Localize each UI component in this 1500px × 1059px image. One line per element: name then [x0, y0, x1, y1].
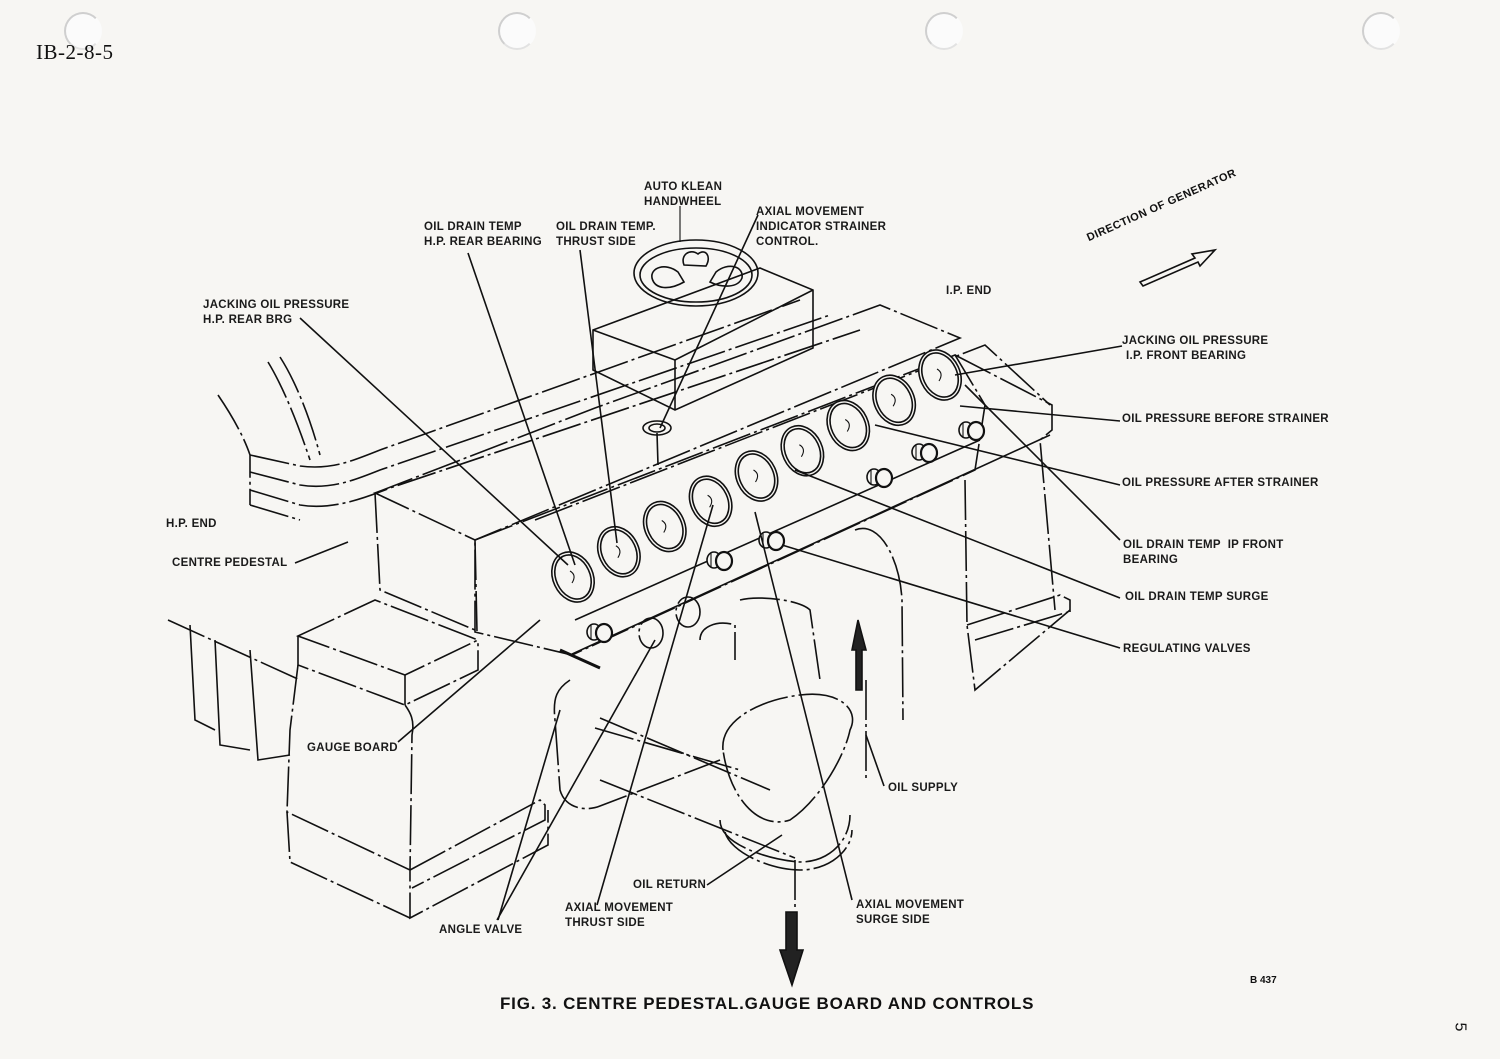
label-line: THRUST SIDE: [565, 917, 645, 929]
oil-pipework: [553, 527, 904, 910]
label-line: AXIAL MOVEMENT: [756, 206, 865, 218]
valve-row: [586, 420, 986, 644]
label-line: AXIAL MOVEMENT: [856, 899, 965, 911]
label-oil-pressure-before-strainer: OIL PRESSURE BEFORE STRAINER: [1122, 413, 1329, 425]
label-oil-drain-ip-front: OIL DRAIN TEMP IP FRONT BEARING: [1123, 538, 1284, 568]
label-line: H.P. REAR BRG: [203, 314, 293, 326]
label-line: BEARING: [1123, 554, 1179, 566]
label-line: OIL DRAIN TEMP.: [556, 221, 656, 233]
label-line: I.P. FRONT BEARING: [1126, 350, 1247, 362]
label-hp-end: H.P. END: [166, 518, 217, 530]
label-oil-return: OIL RETURN: [633, 879, 707, 891]
label-line: HANDWHEEL: [644, 196, 722, 208]
regulating-valve: [911, 442, 939, 464]
punch-hole: [1362, 12, 1400, 50]
gauge-needle: [890, 393, 896, 407]
label-line: JACKING OIL PRESSURE: [1122, 335, 1269, 347]
label-axial-movement-indicator: AXIAL MOVEMENT INDICATOR STRAINER CONTRO…: [756, 205, 886, 250]
label-line: SURGE SIDE: [856, 914, 930, 926]
gauge-board-pedestal: [167, 599, 549, 920]
gauge-needle: [707, 494, 713, 508]
gauge-needle: [936, 368, 942, 382]
oil-supply-arrow: [851, 619, 868, 691]
gauge-dial: [918, 349, 962, 401]
auto-klean-strainer: [592, 206, 814, 411]
label-line: CONTROL.: [756, 236, 819, 248]
label-line: AXIAL MOVEMENT: [565, 902, 674, 914]
label-line: JACKING OIL PRESSURE: [203, 299, 350, 311]
ip-support: [954, 354, 1071, 692]
label-oil-drain-hp-rear: OIL DRAIN TEMP H.P. REAR BEARING: [424, 220, 542, 250]
gauge-needle: [799, 444, 804, 458]
label-oil-supply: OIL SUPPLY: [888, 782, 959, 794]
regulating-valve: [586, 622, 614, 644]
gauge-row: [551, 349, 962, 603]
page-number: 5: [1451, 1022, 1469, 1032]
gauge-dial: [642, 500, 687, 553]
figure-caption: FIG. 3. CENTRE PEDESTAL.GAUGE BOARD AND …: [500, 994, 1035, 1013]
label-line: OIL DRAIN TEMP IP FRONT: [1123, 539, 1284, 551]
handwheel-rim: [633, 239, 759, 307]
indicator-strainer-control: [642, 420, 672, 466]
regulating-valve: [866, 467, 894, 489]
regulating-valve: [958, 420, 986, 442]
label-line: OIL DRAIN TEMP: [424, 221, 522, 233]
gauge-dial: [596, 525, 641, 578]
punch-hole: [925, 12, 963, 50]
label-line: THRUST SIDE: [556, 236, 636, 248]
label-line: INDICATOR STRAINER: [756, 221, 887, 233]
label-oil-pressure-after-strainer: OIL PRESSURE AFTER STRAINER: [1122, 477, 1319, 489]
gauge-needle: [615, 545, 621, 559]
label-auto-klean-handwheel: AUTO KLEAN HANDWHEEL: [644, 180, 722, 210]
punch-hole: [498, 12, 536, 50]
gauge-dial: [688, 475, 733, 528]
label-regulating-valves: REGULATING VALVES: [1123, 643, 1251, 655]
label-gauge-board: GAUGE BOARD: [307, 742, 398, 754]
oil-return-arrow: [778, 911, 805, 988]
gauge-dial: [872, 374, 917, 427]
label-oil-drain-surge: OIL DRAIN TEMP SURGE: [1125, 591, 1269, 603]
punch-hole: [64, 12, 102, 50]
document-id: IB-2-8-5: [36, 40, 114, 64]
gauge-dial: [734, 450, 779, 502]
label-angle-valve: ANGLE VALVE: [439, 924, 523, 936]
label-oil-drain-thrust: OIL DRAIN TEMP. THRUST SIDE: [556, 220, 656, 250]
direction-of-generator-arrow: [1138, 248, 1218, 287]
gauge-needle: [844, 419, 850, 432]
gauge-needle: [569, 570, 575, 584]
drawing-reference: B 437: [1250, 975, 1277, 986]
gauge-dial: [551, 551, 595, 603]
regulating-valve: [706, 550, 734, 572]
label-axial-movement-surge: AXIAL MOVEMENT SURGE SIDE: [856, 898, 964, 928]
gauge-dial: [826, 399, 871, 452]
label-line: AUTO KLEAN: [644, 181, 723, 193]
label-ip-end: I.P. END: [946, 285, 992, 297]
label-axial-movement-thrust: AXIAL MOVEMENT THRUST SIDE: [565, 901, 673, 931]
label-jacking-ip-front: JACKING OIL PRESSURE I.P. FRONT BEARING: [1122, 334, 1268, 364]
flow-arrows: [778, 248, 1218, 988]
label-jacking-hp-rear: JACKING OIL PRESSURE H.P. REAR BRG: [203, 298, 349, 328]
gauge-dial: [780, 424, 825, 477]
label-line: H.P. REAR BEARING: [424, 236, 542, 248]
leader-lines: [294, 214, 1123, 921]
gauge-needle: [661, 520, 667, 533]
angle-valve: [638, 596, 701, 649]
label-centre-pedestal: CENTRE PEDESTAL: [172, 557, 288, 569]
gauge-needle: [753, 469, 759, 483]
